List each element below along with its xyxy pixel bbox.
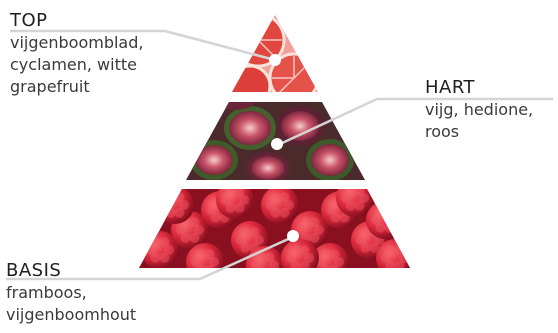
base-heading: BASIS: [6, 260, 136, 282]
base-note-line: framboos,: [6, 282, 136, 304]
top-note-line: grapefruit: [10, 76, 143, 98]
heart-marker-dot: [271, 138, 283, 150]
heart-heading: HART: [425, 77, 533, 99]
base-notes-label: BASIS framboos, vijgenboomhout: [6, 260, 136, 326]
top-note-line: vijgenboomblad,: [10, 32, 143, 54]
base-marker-dot: [287, 230, 299, 242]
base-tier-image: [135, 179, 415, 284]
top-marker-dot: [269, 54, 281, 66]
heart-note-line: roos: [425, 121, 533, 143]
top-note-line: cyclamen, witte: [10, 54, 143, 76]
top-heading: TOP: [10, 10, 143, 32]
base-note-line: vijgenboomhout: [6, 304, 136, 326]
heart-note-line: vijg, hedione,: [425, 99, 533, 121]
top-notes-label: TOP vijgenboomblad, cyclamen, witte grap…: [10, 10, 143, 98]
heart-tier-image: [180, 90, 370, 184]
heart-notes-label: HART vijg, hedione, roos: [425, 77, 533, 143]
